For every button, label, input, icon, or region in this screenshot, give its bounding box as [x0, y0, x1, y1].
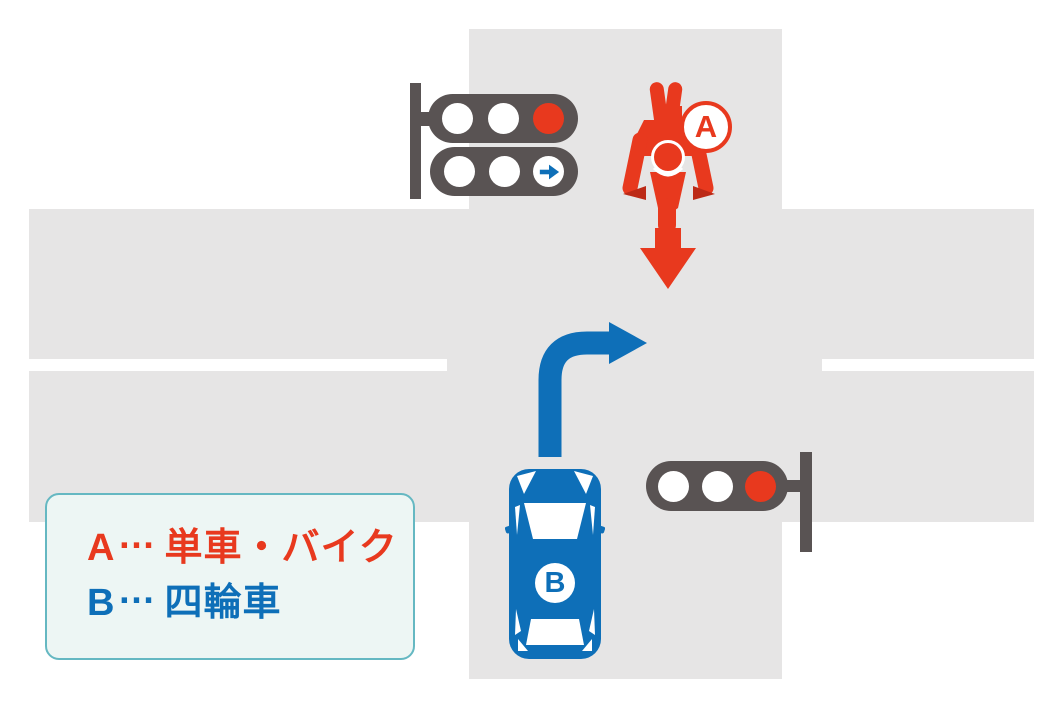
motorcycle-path-arrow-icon — [640, 228, 696, 289]
signal-south-pole — [800, 452, 812, 552]
signal-light-red — [532, 103, 564, 134]
legend-b-ellipsis: … — [117, 569, 157, 612]
signal-light-red — [744, 470, 776, 502]
legend-item-a: A…単車・バイク — [87, 515, 413, 570]
center-line-right — [822, 359, 1034, 371]
center-line-left — [29, 359, 447, 371]
car-turn-arrow-icon — [538, 322, 647, 457]
legend-item-b: B…四輪車 — [87, 570, 413, 625]
legend: A…単車・バイク B…四輪車 — [45, 493, 415, 660]
signal-light-off — [488, 156, 520, 187]
signal-light-off — [442, 103, 474, 134]
vehicle-a-badge: A — [680, 101, 732, 153]
signal-light-off — [443, 156, 475, 187]
vehicle-a-badge-label: A — [694, 109, 718, 144]
signal-south-housing — [646, 461, 788, 511]
signal-light-off — [658, 470, 690, 502]
legend-a-label: 単車・バイク — [164, 527, 398, 570]
legend-a-marker: A — [87, 527, 116, 570]
vehicle-b-badge-label: B — [544, 566, 566, 599]
signal-north-bracket — [418, 112, 430, 126]
signal-light-off — [701, 470, 733, 502]
signal-north-arrow-housing — [430, 147, 578, 196]
legend-b-marker: B — [87, 582, 116, 624]
vehicle-b-badge: B — [535, 563, 575, 603]
signal-light-right-arrow — [533, 156, 565, 187]
signal-north-pole — [410, 83, 421, 199]
legend-a-ellipsis: … — [117, 515, 157, 558]
motorcycle-icon — [622, 82, 715, 234]
signal-south-bracket — [784, 480, 802, 492]
signal-north-main-housing — [428, 94, 578, 143]
right-arrow-icon — [539, 164, 559, 179]
legend-b-label: 四輪車 — [164, 582, 282, 624]
signal-light-off — [487, 103, 519, 134]
